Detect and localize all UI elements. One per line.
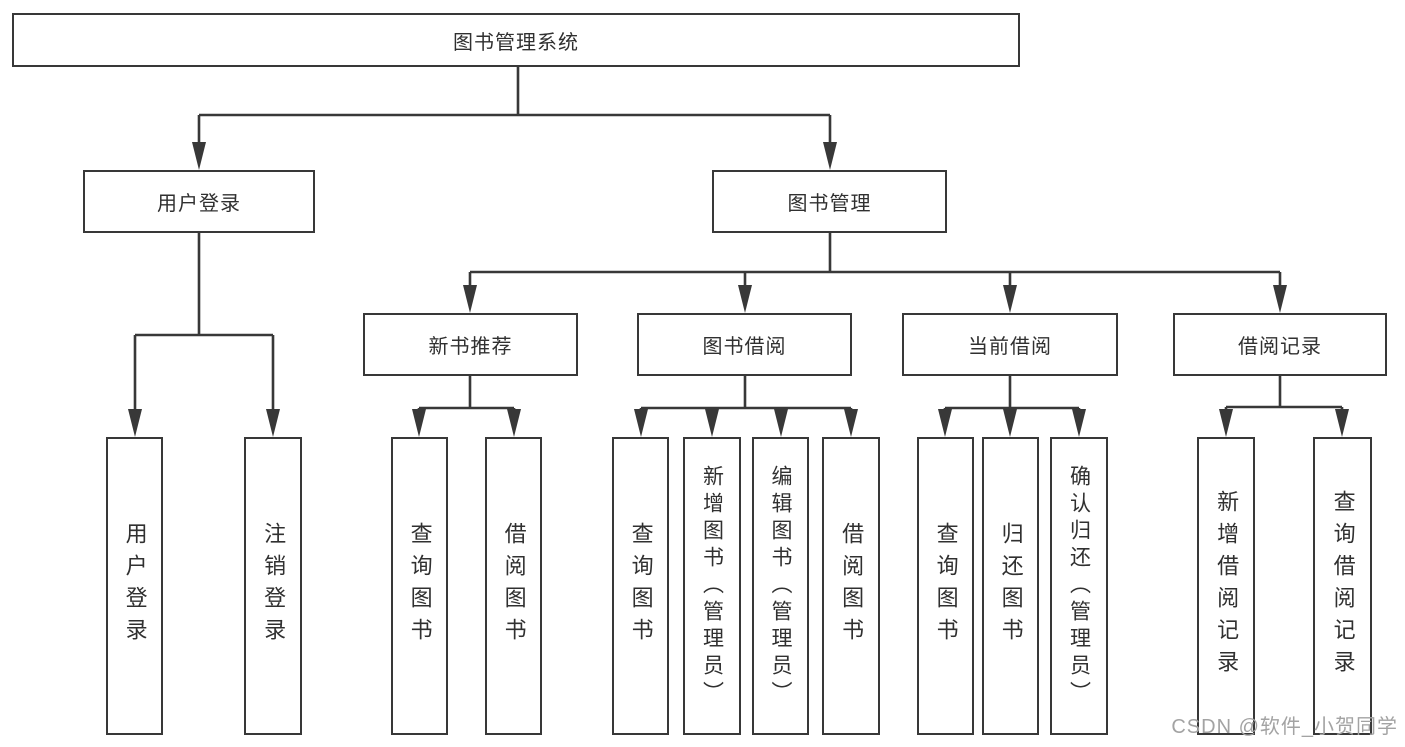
leaf-query-books-current-label: 查询图书 [933,522,959,650]
node-book-management: 图书管理 [712,170,947,233]
leaf-borrow-books-recommend: 借阅图书 [485,437,542,735]
leaf-query-books-borrow: 查询图书 [612,437,669,735]
leaf-edit-books-admin-label: 编辑图书（管理员） [769,464,793,708]
node-user-login: 用户登录 [83,170,315,233]
csdn-watermark: CSDN @软件_小贺同学 [1171,716,1398,738]
node-library-system: 图书管理系统 [12,13,1020,67]
leaf-borrow-books-borrow-label: 借阅图书 [839,522,865,650]
leaf-return-books: 归还图书 [982,437,1039,735]
leaf-query-books-borrow-label: 查询图书 [628,522,654,650]
leaf-edit-books-admin: 编辑图书（管理员） [752,437,809,735]
node-current-borrowing: 当前借阅 [902,313,1118,376]
leaf-borrow-books-recommend-label: 借阅图书 [501,522,527,650]
node-new-book-recommendation: 新书推荐 [363,313,578,376]
leaf-query-borrow-record: 查询借阅记录 [1313,437,1372,735]
leaf-add-books-admin-label: 新增图书（管理员） [700,464,724,708]
leaf-confirm-return-admin: 确认归还（管理员） [1050,437,1108,735]
leaf-add-books-admin: 新增图书（管理员） [683,437,741,735]
leaf-add-borrow-record: 新增借阅记录 [1197,437,1255,735]
leaf-query-borrow-record-label: 查询借阅记录 [1330,490,1356,682]
leaf-confirm-return-admin-label: 确认归还（管理员） [1067,464,1091,708]
leaf-borrow-books-borrow: 借阅图书 [822,437,880,735]
leaf-logout: 注销登录 [244,437,302,735]
node-book-borrowing: 图书借阅 [637,313,852,376]
leaf-query-books-recommend-label: 查询图书 [407,522,433,650]
leaf-user-login-label: 用户登录 [122,522,148,650]
leaf-add-borrow-record-label: 新增借阅记录 [1214,490,1240,682]
node-borrowing-records: 借阅记录 [1173,313,1387,376]
leaf-return-books-label: 归还图书 [998,522,1024,650]
leaf-query-books-current: 查询图书 [917,437,974,735]
leaf-query-books-recommend: 查询图书 [391,437,448,735]
leaf-logout-label: 注销登录 [261,522,287,650]
leaf-user-login: 用户登录 [106,437,163,735]
